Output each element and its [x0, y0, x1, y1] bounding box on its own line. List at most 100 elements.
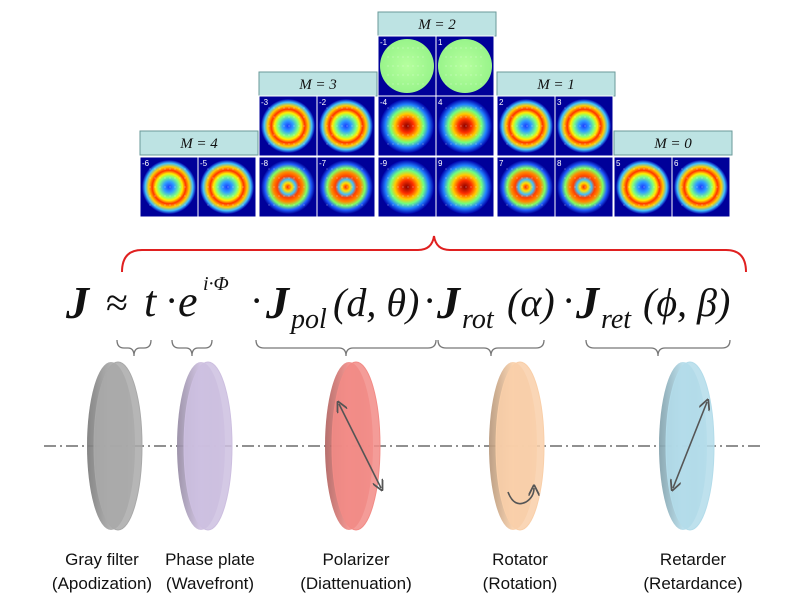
mode-index: 6 — [674, 159, 679, 168]
mode-pattern — [142, 160, 196, 214]
mode-cell: -6 — [139, 156, 199, 218]
mode-pattern — [319, 99, 373, 153]
mode-pattern — [557, 99, 611, 153]
mode-cell: 9 — [435, 156, 495, 218]
label-box — [139, 130, 259, 156]
underbraces — [116, 339, 731, 357]
eq-dot-4: · — [562, 278, 575, 323]
label-text: M = 0 — [653, 136, 692, 152]
jones-equation: J ≈ t · e i·Φ · J pol (d, θ) · J rot (α)… — [65, 273, 730, 335]
mode-index: 2 — [499, 98, 504, 107]
lens-rotator — [489, 361, 545, 531]
mode-pattern — [438, 39, 492, 93]
label-box — [377, 11, 497, 37]
mode-cell: -5 — [197, 156, 257, 218]
mode-index: 7 — [499, 159, 504, 168]
brace-ret — [585, 339, 731, 357]
label-text: M = 3 — [298, 77, 337, 93]
mode-cell: 6 — [671, 156, 731, 218]
eq-pol-sub: pol — [289, 304, 327, 335]
lens-polarizer — [325, 361, 381, 531]
caption-polarizer: Polarizer — [322, 550, 389, 569]
mode-pattern — [438, 160, 492, 214]
eq-ret-sub: ret — [601, 304, 632, 335]
eq-approx: ≈ — [106, 280, 128, 325]
mode-cell: -8 — [258, 156, 318, 218]
mode-index: -1 — [380, 38, 388, 47]
lens-face — [93, 361, 143, 531]
lens-face — [495, 361, 545, 531]
mode-pattern — [557, 160, 611, 214]
captions: Gray filter (Apodization) Phase plate (W… — [52, 550, 743, 593]
caption-rotation: (Rotation) — [483, 574, 558, 593]
caption-gray-filter: Gray filter — [65, 550, 139, 569]
mode-cell: -2 — [316, 95, 376, 157]
mode-index: -4 — [380, 98, 388, 107]
mode-index: -3 — [261, 98, 269, 107]
eq-exponent: i·Φ — [203, 273, 229, 295]
red-bracket — [121, 235, 747, 273]
mode-cell: 1 — [435, 35, 495, 97]
caption-retarder: Retarder — [660, 550, 726, 569]
mode-order-label: M = 3 — [258, 71, 378, 97]
label-text: M = 1 — [536, 77, 575, 93]
mode-order-label: M = 0 — [613, 130, 733, 156]
mode-cell: -4 — [377, 95, 437, 157]
caption-retardance: (Retardance) — [643, 574, 742, 593]
mode-order-label: M = 1 — [496, 71, 616, 97]
eq-rot-args: (α) — [507, 280, 555, 325]
caption-diattenuation: (Diattenuation) — [300, 574, 412, 593]
mode-pattern — [380, 99, 434, 153]
mode-index: 4 — [438, 98, 443, 107]
eq-dot-1: · — [165, 278, 178, 323]
eq-J: J — [65, 277, 91, 328]
label-text: M = 4 — [179, 136, 218, 152]
lens-phase-plate — [177, 361, 233, 531]
mode-cell: -9 — [377, 156, 437, 218]
mode-index: 8 — [557, 159, 562, 168]
mode-cell: 5 — [613, 156, 673, 218]
eq-dot-3: · — [423, 278, 436, 323]
caption-rotator: Rotator — [492, 550, 548, 569]
lens-gray-filter — [87, 361, 143, 531]
brace-pol — [255, 339, 437, 357]
label-text: M = 2 — [417, 17, 456, 33]
mode-pattern — [674, 160, 728, 214]
mode-index: -8 — [261, 159, 269, 168]
eq-J-pol: J — [265, 277, 291, 328]
label-box — [258, 71, 378, 97]
lens-face — [183, 361, 233, 531]
mode-pattern — [438, 99, 492, 153]
brace-rot — [437, 339, 545, 357]
mode-index: -2 — [319, 98, 327, 107]
mode-order-label: M = 4 — [139, 130, 259, 156]
caption-phase-plate: Phase plate — [165, 550, 255, 569]
mode-index: -5 — [200, 159, 208, 168]
mode-pattern — [380, 39, 434, 93]
mode-cell: -3 — [258, 95, 318, 157]
mode-pattern — [616, 160, 670, 214]
mode-cell: 4 — [435, 95, 495, 157]
mode-pattern — [261, 160, 315, 214]
mode-cell: 7 — [496, 156, 556, 218]
mode-pyramid: M = 2 -1 1 M = 3 M = 1 -3 -2 -4 4 2 3 M = 4 M = 0 -6 -… — [139, 11, 733, 218]
mode-pattern — [200, 160, 254, 214]
caption-wavefront: (Wavefront) — [166, 574, 254, 593]
mode-cell: 2 — [496, 95, 556, 157]
brace-t — [116, 339, 152, 357]
eq-pol-args: (d, θ) — [333, 280, 419, 325]
lens-retarder — [659, 361, 715, 531]
mode-pattern — [499, 99, 553, 153]
brace-exp — [171, 339, 213, 357]
mode-cell: -7 — [316, 156, 376, 218]
polarizer-axis-arrow — [339, 404, 381, 488]
eq-ret-args: (ϕ, β) — [643, 280, 730, 325]
eq-rot-sub: rot — [462, 304, 495, 335]
rotation-arrow — [507, 488, 534, 505]
label-box — [613, 130, 733, 156]
mode-index: -6 — [142, 159, 150, 168]
mode-index: 3 — [557, 98, 562, 107]
eq-e: e — [178, 277, 198, 326]
mode-index: 9 — [438, 159, 443, 168]
mode-index: 1 — [438, 38, 443, 47]
